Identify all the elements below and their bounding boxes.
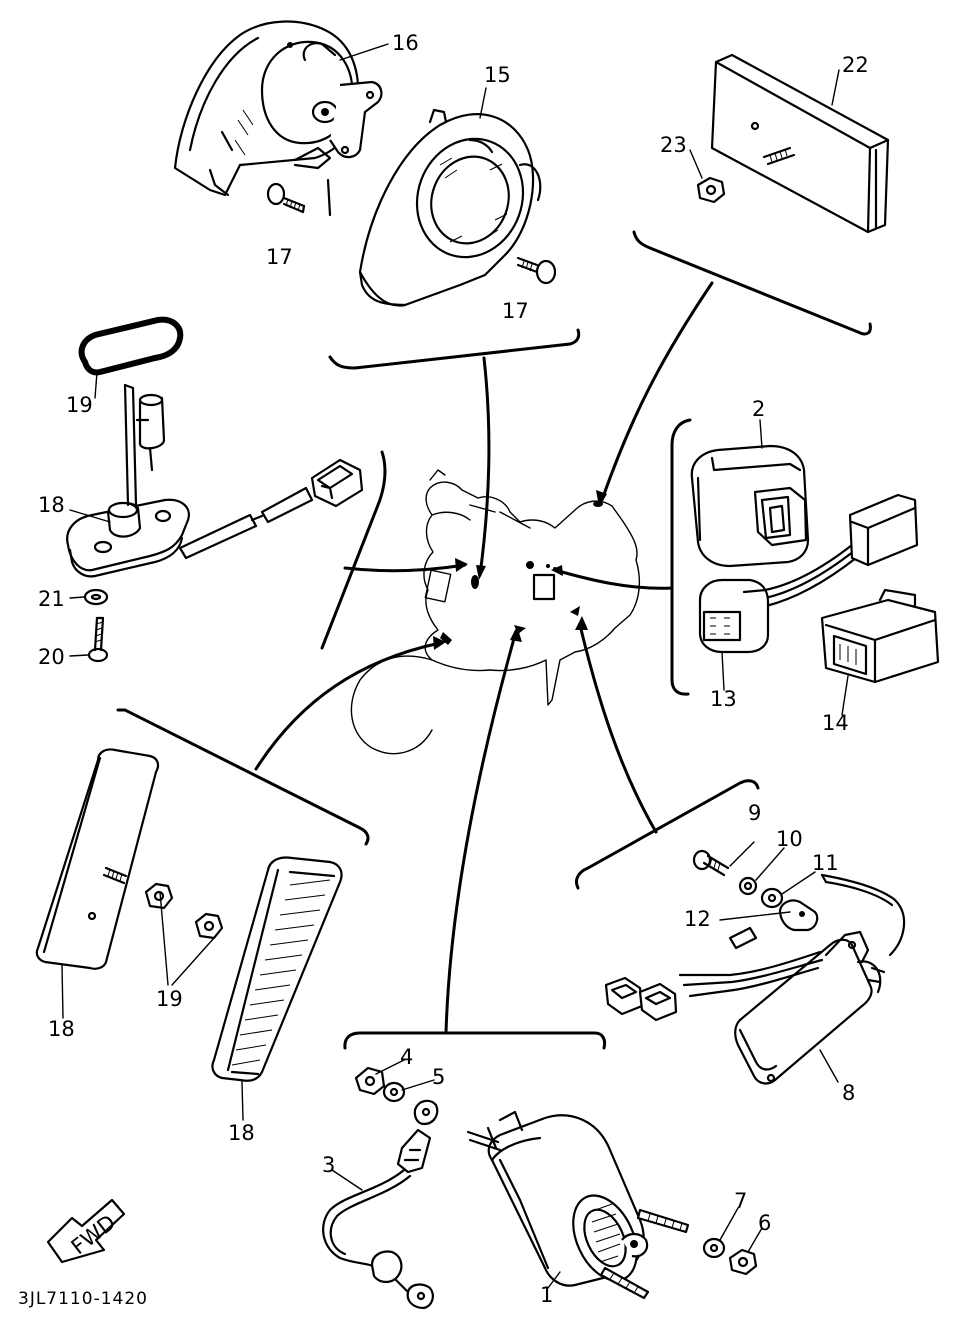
callout-23: 21 [38,587,65,611]
connector-14 [820,588,940,684]
clamp-12 [728,899,819,950]
callout-4: 4 [400,1045,413,1069]
callout-8: 8 [842,1081,855,1105]
callout-24: 22 [842,53,869,77]
callout-3: 3 [322,1153,335,1177]
callout-9: 9 [748,801,761,825]
relay-2 [690,444,919,608]
nut-4 [354,1066,386,1096]
callout-18-left: 18 [48,1017,75,1041]
callout-20: 18 [38,493,65,517]
callout-13: 13 [710,687,737,711]
bolt-9 [692,849,730,877]
callout-15: 15 [484,63,511,87]
callout-10: 10 [776,827,803,851]
side-reflector-18-right [211,856,343,1082]
washer-23 [83,588,109,606]
rectifier-8 [604,873,906,1085]
callout-22: 20 [38,645,65,669]
spacer-11 [760,887,784,909]
callout-19: 19 [156,987,183,1011]
washer-7 [702,1237,726,1259]
side-reflector-18-left [35,748,160,970]
callout-6: 6 [758,1211,771,1235]
nut-25 [696,146,796,204]
lead-3 [322,1099,439,1310]
callout-17-right: 17 [502,299,529,323]
nuts-19 [144,882,224,940]
coupler-13 [698,578,770,654]
callout-leaders [61,43,849,1289]
callout-16: 16 [392,31,419,55]
diagram-code: 3JL7110-1420 [18,1289,148,1309]
screw-17-left [266,182,306,214]
screw-22 [87,616,109,663]
horn-16 [173,20,383,217]
callout-17-left: 17 [266,245,293,269]
callout-14: 14 [822,711,849,735]
gasket-21 [78,316,184,376]
washer-5 [382,1081,406,1103]
washer-10 [738,876,758,896]
horn-15 [358,108,542,307]
callout-21: 19 [66,393,93,417]
callout-5: 5 [432,1065,445,1089]
callout-1: 1 [540,1283,553,1307]
leader-lines [116,230,872,1050]
callout-2: 2 [752,397,765,421]
reflector-24 [710,53,890,234]
fuel-sender-20 [66,383,364,578]
fwd-arrow-icon: FWD [46,1198,126,1264]
callout-7: 7 [734,1189,747,1213]
callout-18-right: 18 [228,1121,255,1145]
screw-17-right [516,256,557,285]
callout-numbers: 16 15 17 17 22 23 19 18 21 20 2 13 14 18… [38,31,869,1307]
callout-12: 12 [684,907,711,931]
callout-25: 23 [660,133,687,157]
nut-6 [728,1248,758,1276]
callout-11: 11 [812,851,839,875]
starter-relay-1 [466,1110,690,1300]
